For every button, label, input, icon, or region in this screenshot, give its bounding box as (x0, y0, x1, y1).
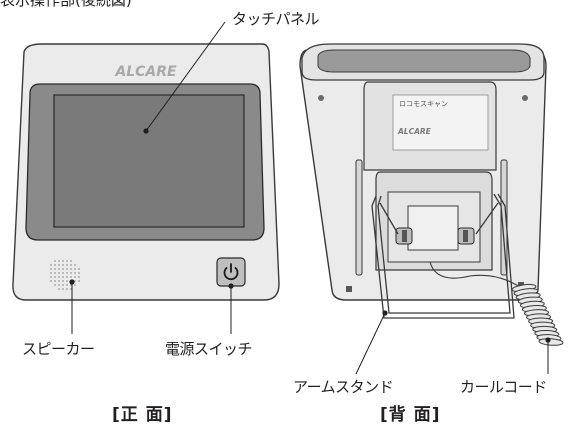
touch-panel-screen[interactable] (53, 94, 245, 228)
speaker-hole (70, 268, 72, 270)
arm-clip-left-detail (402, 230, 407, 242)
speaker-hole (58, 284, 60, 286)
label-arm-stand: アームスタンド (293, 378, 394, 396)
speaker-hole (62, 260, 64, 262)
speaker-hole (66, 276, 68, 278)
front-device: ALCARE (12, 43, 280, 301)
hinge-inner (407, 205, 459, 251)
speaker-hole (54, 284, 56, 286)
speaker-hole (62, 272, 64, 274)
speaker-hole (50, 268, 52, 270)
screw-hole (522, 95, 528, 101)
leader-lines (69, 21, 551, 375)
speaker-hole (70, 284, 72, 286)
side-slot (355, 159, 363, 276)
leader-arm-stand (355, 312, 386, 375)
speaker-hole (62, 280, 64, 282)
speaker-hole (74, 268, 76, 270)
speaker-hole (70, 276, 72, 278)
speaker-hole (58, 288, 60, 290)
label-power-switch: 電源スイッチ (165, 340, 253, 358)
speaker-hole (54, 264, 56, 266)
speaker-hole (50, 272, 52, 274)
caption-back: [背 面] (380, 405, 441, 425)
arm-clip-right-detail (463, 230, 468, 242)
speaker-hole (62, 276, 64, 278)
speaker-hole (78, 280, 80, 282)
caption-front: [正 面] (112, 405, 173, 425)
speaker-hole (66, 280, 68, 282)
speaker-hole (74, 284, 76, 286)
cord-straight (429, 261, 525, 291)
speaker-hole (54, 276, 56, 278)
product-label (392, 94, 489, 151)
speaker-hole (58, 272, 60, 274)
speaker-hole (62, 284, 64, 286)
label-speaker: スピーカー (22, 340, 95, 358)
speaker-hole (58, 276, 60, 278)
speaker-hole (54, 272, 56, 274)
speaker-hole (66, 260, 68, 262)
back-device: ロコモスキャン ALCARE (299, 43, 564, 346)
speaker-hole (58, 280, 60, 282)
speaker-hole (50, 280, 52, 282)
speaker-hole (54, 260, 56, 262)
speaker-hole (70, 288, 72, 290)
header-cutoff-text: 表示操作部(後続図) (0, 0, 132, 9)
label-touch-panel: タッチパネル (232, 10, 320, 28)
product-label-title: ロコモスキャン (399, 100, 448, 108)
speaker-hole (70, 260, 72, 262)
speaker-hole (62, 264, 64, 266)
foot (346, 286, 352, 292)
speaker-hole (74, 280, 76, 282)
speaker-hole (58, 260, 60, 262)
label-curl-cord: カールコード (460, 378, 547, 396)
arm-stand (371, 193, 515, 319)
product-label-logo: ALCARE (397, 127, 432, 136)
speaker-hole (78, 276, 80, 278)
power-icon (223, 263, 239, 281)
speaker-hole (54, 280, 56, 282)
speaker-hole (50, 264, 52, 266)
leader-touch-panel (145, 21, 226, 132)
speaker-hole (58, 268, 60, 270)
speaker-hole (74, 264, 76, 266)
speaker-hole (54, 268, 56, 270)
speaker-hole (70, 264, 72, 266)
back-grip (317, 49, 531, 73)
speaker-hole (62, 268, 64, 270)
side-slot (500, 159, 508, 276)
speaker-hole (66, 264, 68, 266)
speaker-hole (58, 264, 60, 266)
speaker-hole (74, 276, 76, 278)
speaker-hole (66, 284, 68, 286)
speaker-hole (74, 272, 76, 274)
curl-cord (511, 283, 564, 346)
front-logo: ALCARE (114, 64, 177, 80)
speaker-hole (62, 288, 64, 290)
speaker-hole (50, 276, 52, 278)
speaker-hole (78, 272, 80, 274)
speaker-hole (66, 272, 68, 274)
speaker-hole (70, 272, 72, 274)
screw-hole (318, 95, 324, 101)
speaker-hole (66, 288, 68, 290)
cord-coil (538, 338, 564, 346)
speaker-hole (66, 268, 68, 270)
speaker-hole (78, 268, 80, 270)
